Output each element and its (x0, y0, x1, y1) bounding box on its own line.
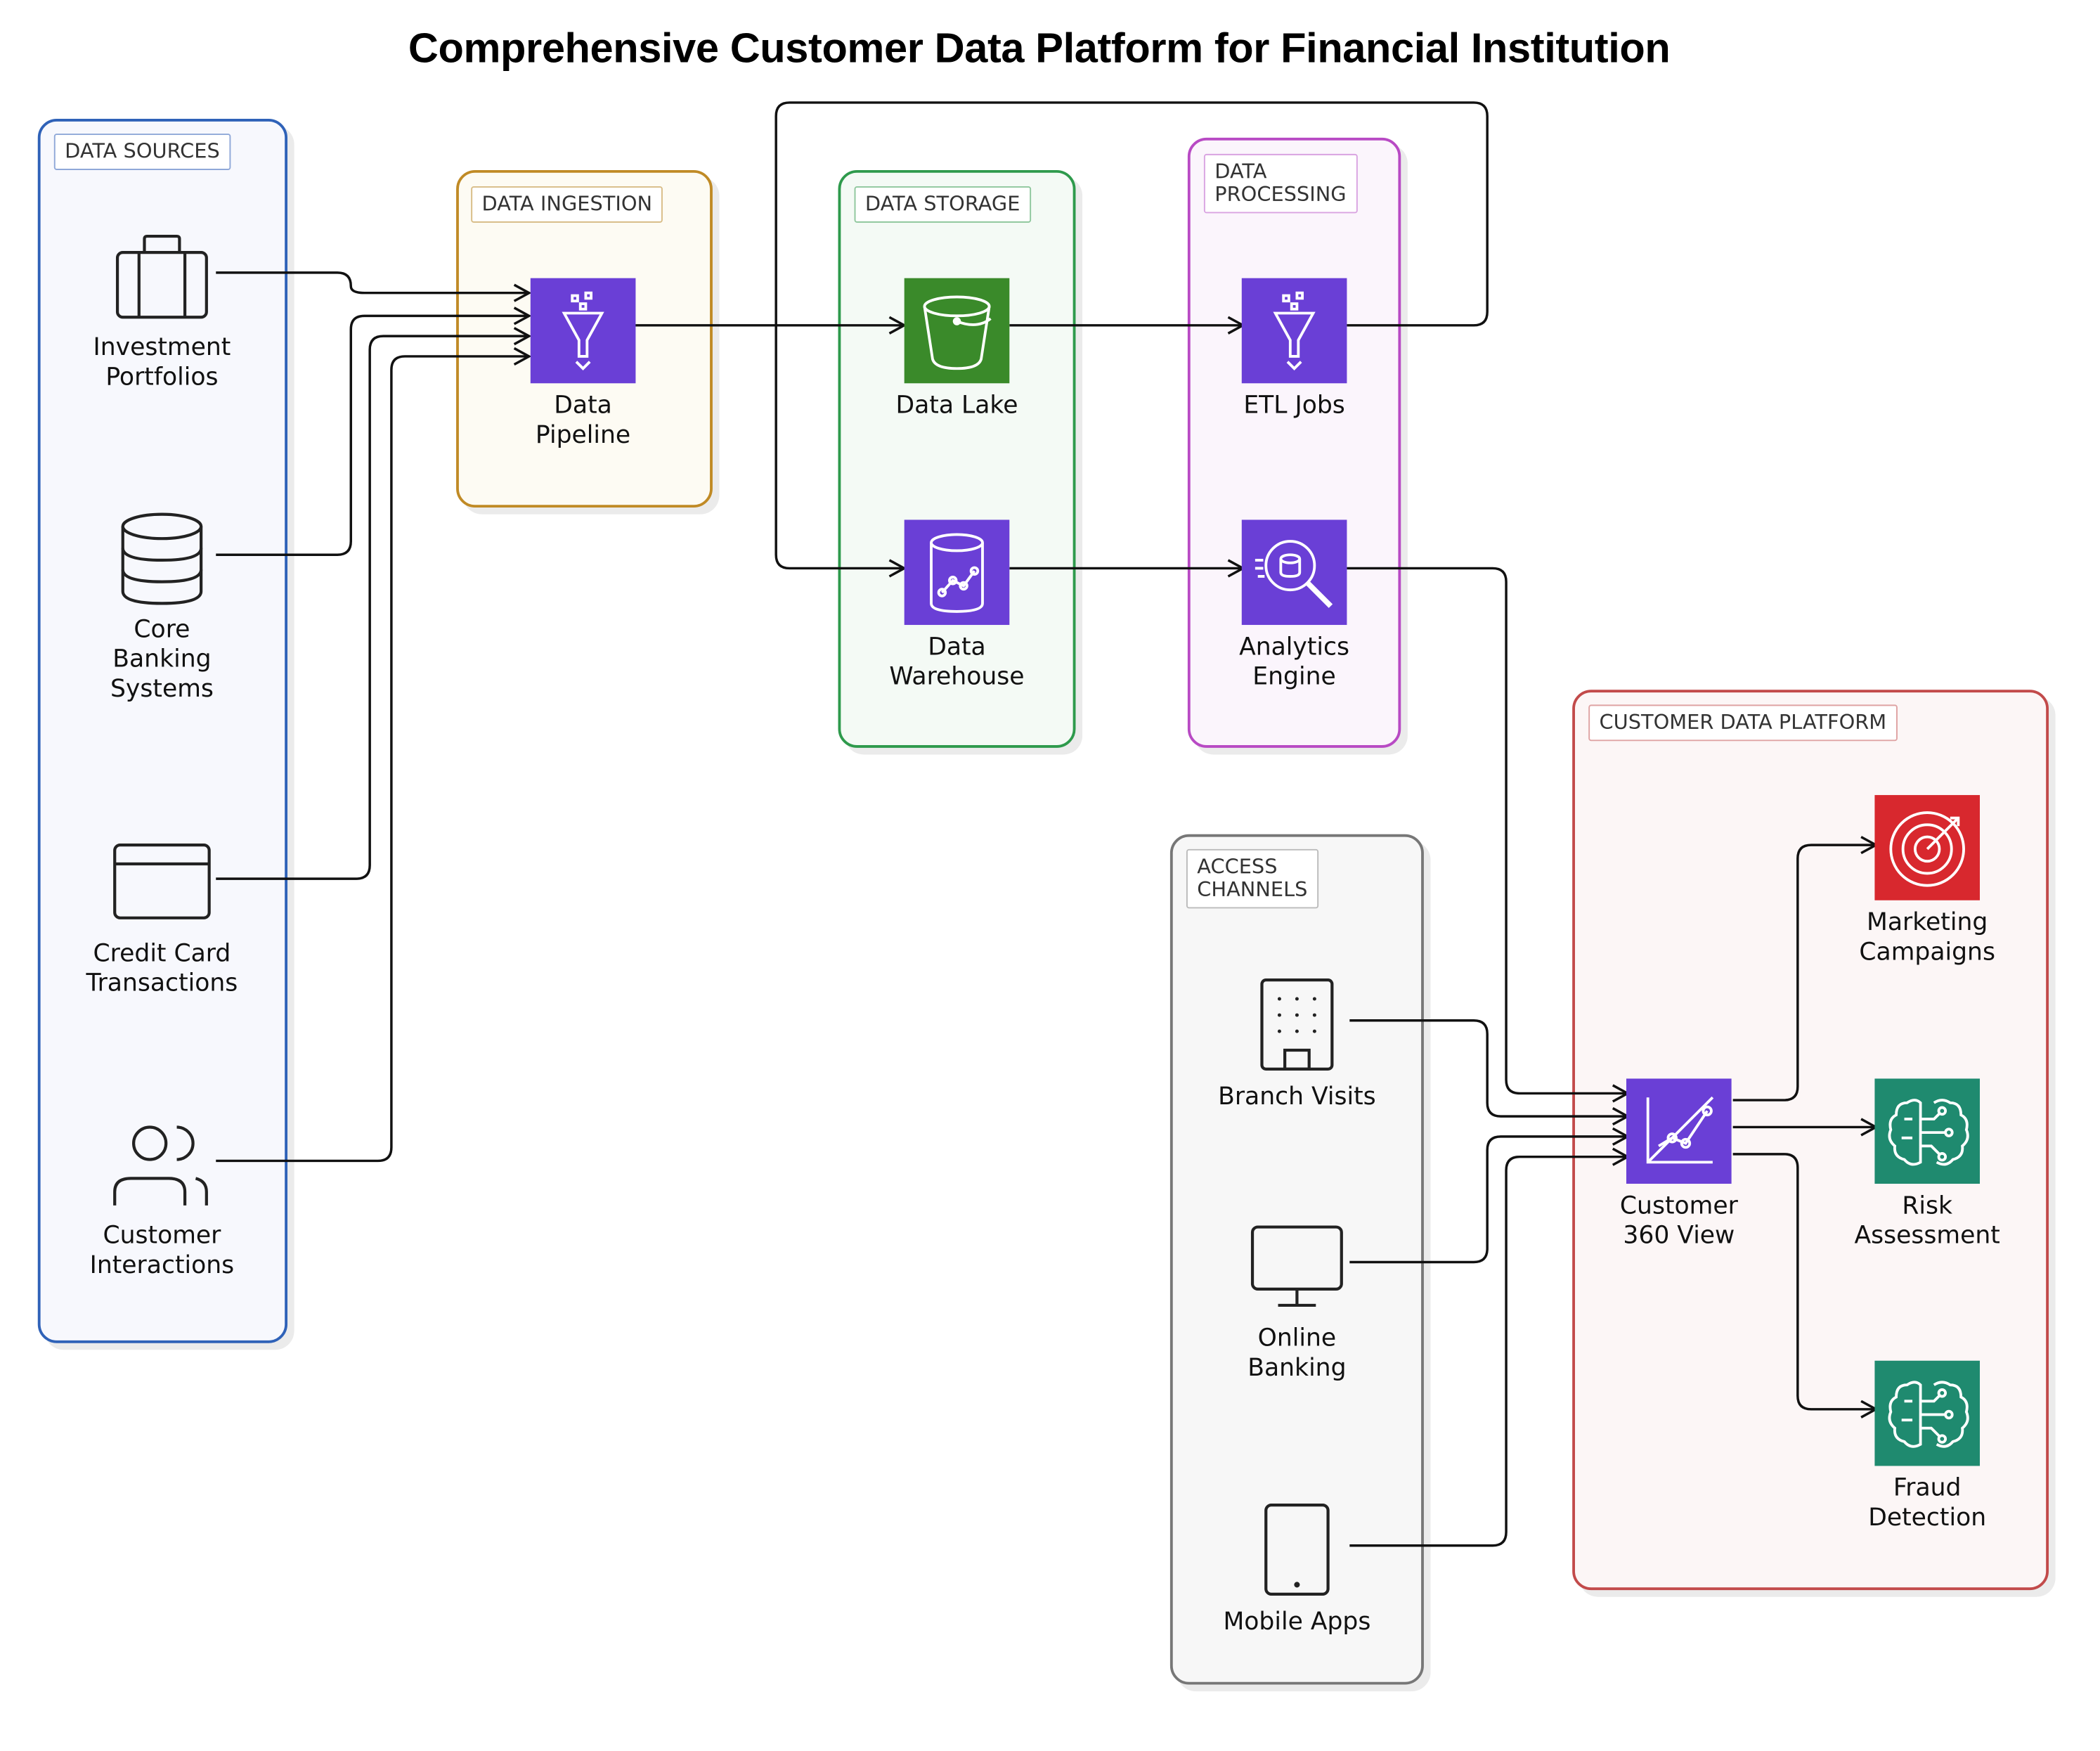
node-analytics-engine[interactable]: Analytics Engine (1213, 519, 1375, 692)
bucket-icon (904, 278, 1010, 384)
node-core-banking-systems[interactable]: Core Banking Systems (81, 502, 242, 704)
brain-icon (1874, 1360, 1981, 1466)
node-customer-interactions[interactable]: Customer Interactions (81, 1109, 242, 1281)
node-customer-360-view[interactable]: Customer 360 View (1598, 1078, 1760, 1251)
database-icon (110, 502, 215, 607)
node-fraud-detection[interactable]: Fraud Detection (1846, 1360, 2008, 1534)
node-label: Analytics Engine (1239, 633, 1350, 692)
node-online-banking[interactable]: Online Banking (1216, 1211, 1378, 1384)
node-investment-portfolios[interactable]: Investment Portfolios (81, 220, 242, 393)
node-label: Risk Assessment (1854, 1191, 2000, 1251)
node-label: Mobile Apps (1223, 1608, 1371, 1636)
search-analytics-icon (1241, 519, 1347, 626)
node-label: Branch Visits (1218, 1083, 1376, 1111)
target-icon (1874, 795, 1981, 900)
monitor-icon (1245, 1211, 1350, 1317)
node-mobile-apps[interactable]: Mobile Apps (1216, 1494, 1378, 1638)
node-label: Customer Interactions (89, 1221, 235, 1280)
node-data-lake[interactable]: Data Lake (876, 278, 1037, 422)
node-marketing-campaigns[interactable]: Marketing Campaigns (1846, 795, 2008, 968)
node-label: ETL Jobs (1243, 391, 1345, 420)
node-label: Data Lake (895, 391, 1018, 420)
node-risk-assessment[interactable]: Risk Assessment (1846, 1078, 2008, 1251)
group-label-customer-data-platform: CUSTOMER DATA PLATFORM (1588, 704, 1898, 742)
group-label-data-storage: DATA STORAGE (854, 186, 1031, 223)
diagram-title: Comprehensive Customer Data Platform for… (408, 24, 1671, 72)
funnel-icon (530, 278, 636, 384)
node-credit-card-transactions[interactable]: Credit Card Transactions (81, 826, 242, 999)
brain-icon (1874, 1078, 1981, 1184)
node-label: Core Banking Systems (110, 615, 214, 704)
node-label: Data Warehouse (889, 633, 1025, 692)
group-label-data-sources: DATA SOURCES (53, 134, 231, 170)
credit-card-icon (110, 826, 215, 931)
funnel-icon (1241, 278, 1347, 384)
users-icon (110, 1109, 215, 1214)
node-label: Fraud Detection (1868, 1473, 1987, 1532)
node-branch-visits[interactable]: Branch Visits (1216, 969, 1378, 1113)
node-label: Online Banking (1247, 1324, 1347, 1383)
node-label: Customer 360 View (1619, 1191, 1738, 1251)
mobile-icon (1245, 1494, 1350, 1600)
node-etl-jobs[interactable]: ETL Jobs (1213, 278, 1375, 422)
group-label-data-ingestion: DATA INGESTION (471, 186, 663, 223)
node-data-pipeline[interactable]: Data Pipeline (502, 278, 663, 451)
chart-icon (1626, 1078, 1732, 1184)
node-label: Marketing Campaigns (1859, 908, 1995, 967)
node-data-warehouse[interactable]: Data Warehouse (876, 519, 1037, 692)
group-label-access-channels: ACCESS CHANNELS (1186, 848, 1318, 909)
briefcase-icon (110, 220, 215, 325)
node-label: Credit Card Transactions (86, 939, 238, 998)
node-label: Investment Portfolios (93, 333, 231, 392)
group-label-data-processing: DATA PROCESSING (1203, 153, 1357, 214)
warehouse-icon (904, 519, 1010, 626)
node-label: Data Pipeline (535, 391, 631, 450)
building-icon (1245, 969, 1350, 1075)
